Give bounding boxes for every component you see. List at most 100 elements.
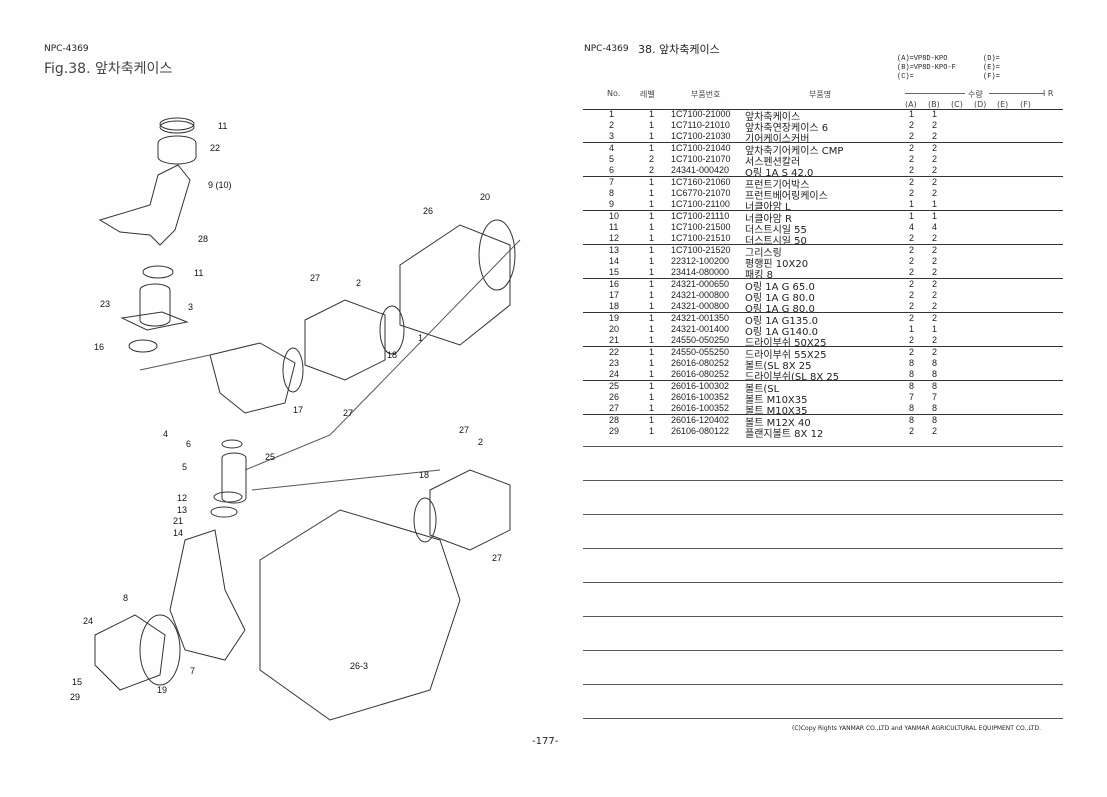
row-qty-b: 2 (932, 279, 938, 289)
row-qty-b: 2 (932, 290, 938, 300)
callout-label: 12 (177, 493, 188, 503)
model-legend: (A)=VP8D-KPO(B)=VP8D-KPO-F(C)= (897, 55, 956, 82)
blank-row-line (583, 616, 1063, 617)
row-qty-b: 2 (932, 154, 938, 164)
row-no: 7 (609, 177, 615, 187)
row-qty-b: 2 (932, 131, 938, 141)
section-title: 38. 앞차축케이스 (638, 43, 720, 56)
model-e: (E)= (983, 64, 1000, 72)
header-name: 부품명 (809, 90, 832, 99)
row-qty-a: 2 (909, 290, 915, 300)
row-name: 그리스링 (745, 248, 782, 259)
row-level: 1 (649, 245, 655, 255)
exploded-parts-diagram (94, 117, 521, 721)
row-no: 28 (609, 415, 620, 425)
callout-label: 4 (163, 429, 169, 439)
row-level: 1 (649, 120, 655, 130)
row-name: 볼트 M10X35 (745, 395, 808, 406)
row-name: 앞차축기어케이스 CMP (745, 146, 844, 157)
row-no: 11 (609, 222, 619, 232)
callout-label: 15 (72, 677, 83, 687)
header-qty-col: (B) (928, 100, 940, 109)
row-qty-a: 2 (909, 131, 915, 141)
row-qty-b: 1 (932, 324, 938, 334)
callout-label: 27 (459, 425, 470, 435)
part-bearing-case-8 (94, 614, 166, 691)
header-qty-col: (A) (905, 100, 917, 109)
part-knuckle-arm (98, 164, 191, 246)
row-qty-a: 2 (909, 256, 915, 266)
row-no: 12 (609, 233, 620, 243)
callout-label: 19 (157, 685, 168, 695)
callout-label: 25 (265, 452, 276, 462)
blank-row-line (583, 514, 1063, 515)
row-level: 1 (649, 177, 655, 187)
header-qty-col: (D) (974, 100, 987, 109)
row-part-no: 24321-001350 (671, 313, 730, 323)
callout-label: 2 (478, 437, 484, 447)
header-qty-col: (C) (951, 100, 963, 109)
copyright: (C)Copy Rights YANMAR CO.,LTD and YANMAR… (792, 725, 1042, 732)
row-no: 15 (609, 267, 620, 277)
row-qty-b: 4 (932, 222, 938, 232)
part-extension-case-2 (304, 299, 386, 381)
row-name: 서스펜션칼러 (745, 157, 801, 168)
row-level: 2 (649, 154, 655, 164)
row-name: 드라이부쉬 55X25 (745, 350, 827, 361)
row-qty-a: 2 (909, 245, 915, 255)
blank-row-line (583, 684, 1063, 685)
part-flange-23 (120, 311, 189, 331)
row-level: 1 (649, 392, 655, 402)
row-qty-b: 8 (932, 415, 938, 425)
row-part-no: 24550-050250 (671, 335, 730, 345)
row-no: 16 (609, 279, 620, 289)
row-qty-b: 2 (932, 256, 938, 266)
part-oring-6 (221, 439, 243, 449)
row-part-no: 26016-100352 (671, 403, 730, 413)
row-qty-b: 2 (932, 267, 938, 277)
row-qty-a: 1 (909, 199, 915, 209)
row-level: 1 (649, 369, 655, 379)
row-qty-b: 2 (932, 347, 938, 357)
row-no: 27 (609, 403, 620, 413)
row-qty-b: 2 (932, 120, 938, 130)
row-level: 1 (649, 290, 655, 300)
row-part-no: 24341-000420 (671, 165, 730, 175)
row-name: O링 1A G135.0 (745, 316, 819, 327)
row-name: 더스트시일 50 (745, 236, 807, 247)
callout-label: 29 (70, 692, 81, 702)
row-name: 너클아암 R (745, 214, 792, 225)
row-qty-b: 8 (932, 358, 938, 368)
row-qty-b: 8 (932, 381, 938, 391)
row-qty-b: 7 (932, 392, 938, 402)
row-part-no: 1C7100-21510 (671, 233, 731, 243)
row-qty-a: 2 (909, 267, 915, 277)
model-f: (F)= (983, 73, 1000, 81)
row-name: 프런트기어박스 (745, 180, 810, 191)
row-level: 1 (649, 313, 655, 323)
row-level: 1 (649, 211, 655, 221)
row-part-no: 1C7100-21040 (671, 143, 731, 153)
row-qty-b: 2 (932, 233, 938, 243)
row-qty-b: 2 (932, 426, 938, 436)
callout-label: 3 (188, 302, 194, 312)
row-level: 1 (649, 358, 655, 368)
callout-label: 22 (210, 143, 221, 153)
row-no: 6 (609, 165, 615, 175)
part-bushing-22 (157, 135, 197, 165)
row-qty-b: 8 (932, 403, 938, 413)
row-part-no: 26016-120402 (671, 415, 730, 425)
row-level: 1 (649, 426, 655, 436)
part-gear-case-4 (209, 342, 296, 414)
